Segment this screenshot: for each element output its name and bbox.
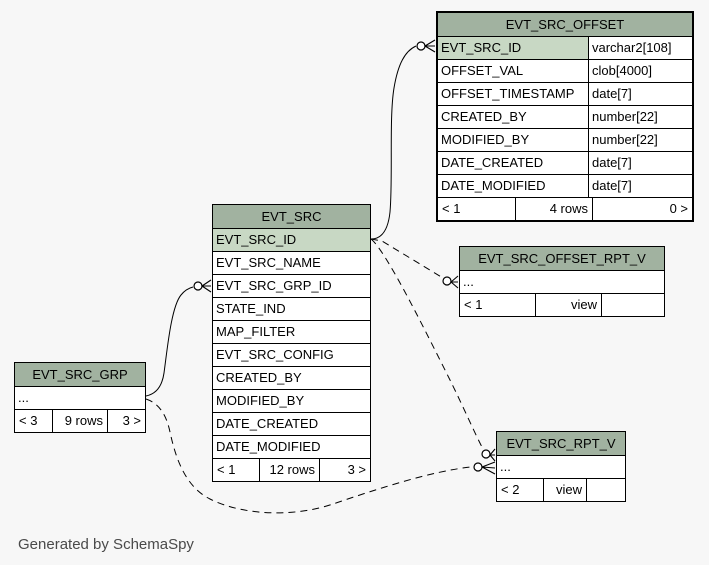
table-footer: < 2 view — [497, 479, 625, 501]
collapsed-columns-ellipsis: ... — [463, 274, 474, 289]
table-title: EVT_SRC_OFFSET — [438, 13, 692, 37]
column-name: DATE_MODIFIED — [441, 178, 546, 193]
footer-next-count: 3 > — [319, 459, 370, 481]
crowfoot-icon — [424, 39, 436, 53]
table-row: EVT_SRC_ID — [213, 229, 370, 252]
column-name: MODIFIED_BY — [441, 132, 530, 147]
collapsed-columns-ellipsis: ... — [18, 390, 29, 405]
footer-view-label: view — [543, 479, 586, 501]
footer-row-count: 9 rows — [52, 410, 107, 432]
table-row: OFFSET_VAL clob[4000] — [438, 60, 692, 83]
generated-by-credit: Generated by SchemaSpy — [18, 536, 194, 553]
table-title: EVT_SRC_RPT_V — [497, 432, 625, 456]
relationship-line — [145, 286, 194, 397]
footer-prev-count: < 1 — [464, 297, 483, 312]
crowfoot-icon — [481, 461, 496, 475]
zero-or-circle-icon — [442, 276, 452, 286]
table-row: DATE_CREATED date[7] — [438, 152, 692, 175]
column-type: date[7] — [588, 152, 692, 174]
column-name: OFFSET_TIMESTAMP — [441, 86, 575, 101]
table-row: ... — [497, 456, 625, 479]
crowfoot-icon — [489, 448, 496, 462]
table-row: EVT_SRC_CONFIG — [213, 344, 370, 367]
table-footer: < 1 4 rows 0 > — [438, 198, 692, 220]
zero-or-circle-icon — [416, 41, 426, 51]
table-row: ... — [460, 271, 664, 294]
column-type: number[22] — [588, 129, 692, 151]
footer-view-label: view — [535, 294, 601, 316]
table-evt-src[interactable]: EVT_SRC EVT_SRC_ID EVT_SRC_NAME EVT_SRC_… — [212, 204, 371, 482]
relationship-evt-src-grp-to-evt-src-rpt-v — [145, 398, 496, 514]
column-name: EVT_SRC_ID — [213, 229, 370, 251]
column-name: CREATED_BY — [216, 370, 302, 385]
relationship-evt-src-to-evt-src-rpt-v — [370, 238, 496, 462]
table-row: EVT_SRC_GRP_ID — [213, 275, 370, 298]
relationship-evt-src-to-evt-src-offset — [370, 39, 436, 240]
table-footer: < 3 9 rows 3 > — [15, 410, 145, 432]
column-type: varchar2[108] — [588, 37, 692, 59]
table-row: OFFSET_TIMESTAMP date[7] — [438, 83, 692, 106]
zero-or-circle-icon — [473, 462, 483, 472]
table-title: EVT_SRC_OFFSET_RPT_V — [460, 247, 664, 271]
column-name: MAP_FILTER — [216, 324, 296, 339]
footer-next-count — [601, 294, 664, 316]
column-type: date[7] — [588, 83, 692, 105]
footer-next-count: 3 > — [107, 410, 145, 432]
table-footer: < 1 view — [460, 294, 664, 316]
zero-or-circle-icon — [193, 281, 203, 291]
relationship-evt-src-grp-to-evt-src — [145, 279, 212, 397]
table-title: EVT_SRC_GRP — [15, 363, 145, 387]
footer-row-count: 4 rows — [515, 198, 592, 220]
footer-next-count: 0 > — [592, 198, 692, 220]
column-name: MODIFIED_BY — [216, 393, 305, 408]
column-name: EVT_SRC_CONFIG — [216, 347, 334, 362]
table-footer: < 1 12 rows 3 > — [213, 459, 370, 481]
column-type: number[22] — [588, 106, 692, 128]
table-evt-src-rpt-v[interactable]: EVT_SRC_RPT_V ... < 2 view — [496, 431, 626, 502]
table-row: CREATED_BY number[22] — [438, 106, 692, 129]
footer-prev-count: < 1 — [217, 462, 236, 477]
table-row: ... — [15, 387, 145, 410]
column-type: clob[4000] — [588, 60, 692, 82]
zero-or-circle-icon — [481, 449, 491, 459]
table-evt-src-offset[interactable]: EVT_SRC_OFFSET EVT_SRC_ID varchar2[108] … — [436, 11, 694, 222]
column-name: DATE_CREATED — [441, 155, 544, 170]
crowfoot-icon — [450, 275, 459, 289]
table-row: MAP_FILTER — [213, 321, 370, 344]
column-name: OFFSET_VAL — [441, 63, 524, 78]
column-type: date[7] — [588, 175, 692, 197]
column-name: EVT_SRC_ID — [438, 37, 588, 59]
relationship-line — [370, 45, 417, 240]
table-title: EVT_SRC — [213, 205, 370, 229]
table-row: DATE_CREATED — [213, 413, 370, 436]
table-row: MODIFIED_BY — [213, 390, 370, 413]
footer-row-count: 12 rows — [259, 459, 319, 481]
table-row: EVT_SRC_ID varchar2[108] — [438, 37, 692, 60]
column-name: DATE_MODIFIED — [216, 439, 321, 454]
crowfoot-icon — [201, 279, 212, 293]
column-name: DATE_CREATED — [216, 416, 319, 431]
column-name: EVT_SRC_GRP_ID — [216, 278, 332, 293]
collapsed-columns-ellipsis: ... — [500, 459, 511, 474]
footer-prev-count: < 2 — [501, 482, 520, 497]
table-evt-src-grp[interactable]: EVT_SRC_GRP ... < 3 9 rows 3 > — [14, 362, 146, 433]
column-name: CREATED_BY — [441, 109, 527, 124]
column-name: EVT_SRC_NAME — [216, 255, 321, 270]
table-row: CREATED_BY — [213, 367, 370, 390]
table-evt-src-offset-rpt-v[interactable]: EVT_SRC_OFFSET_RPT_V ... < 1 view — [459, 246, 665, 317]
table-row: STATE_IND — [213, 298, 370, 321]
relationship-line — [370, 238, 484, 450]
relationship-evt-src-to-evt-src-offset-rpt-v — [370, 238, 459, 289]
table-row: DATE_MODIFIED — [213, 436, 370, 459]
footer-prev-count: < 3 — [19, 413, 38, 428]
table-row: DATE_MODIFIED date[7] — [438, 175, 692, 198]
table-row: MODIFIED_BY number[22] — [438, 129, 692, 152]
table-row: EVT_SRC_NAME — [213, 252, 370, 275]
footer-next-count — [586, 479, 625, 501]
column-name: STATE_IND — [216, 301, 286, 316]
footer-prev-count: < 1 — [442, 201, 461, 216]
relationship-line — [370, 238, 444, 279]
relationship-line — [145, 398, 472, 514]
